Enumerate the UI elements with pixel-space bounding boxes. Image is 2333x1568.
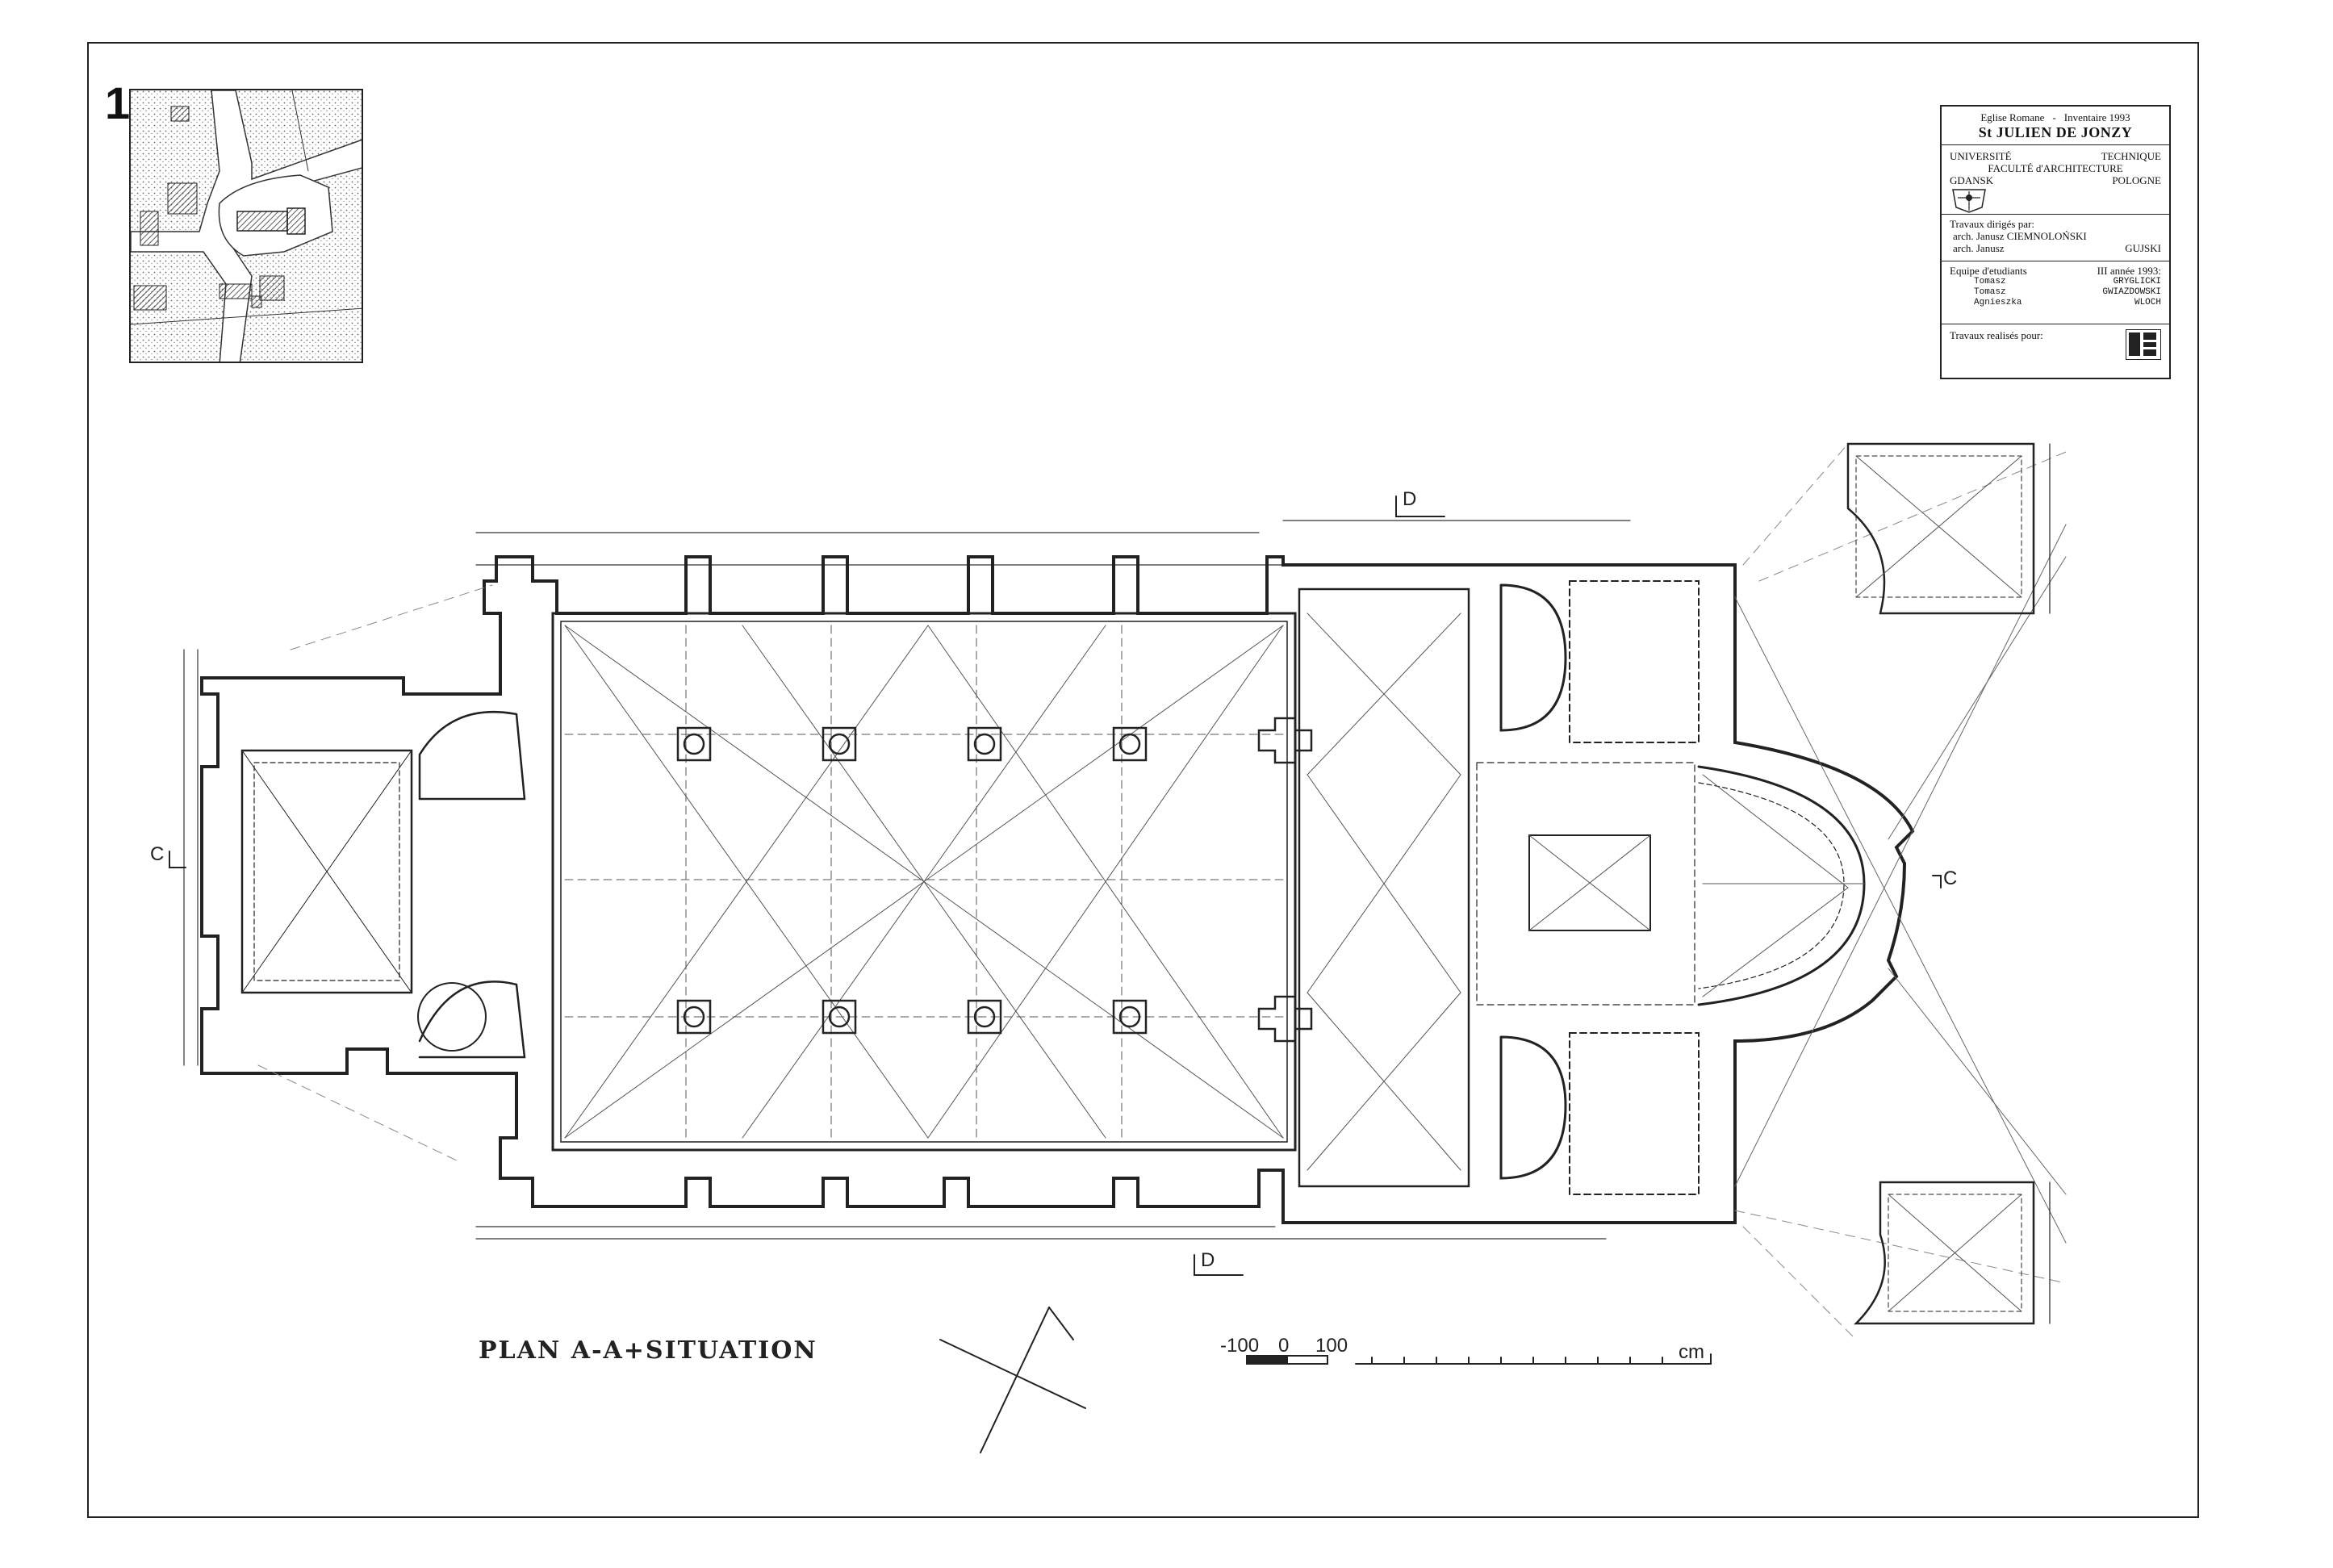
dimension-lines (183, 520, 1631, 1240)
student-first-name: Tomasz (1974, 277, 2006, 286)
section-marker-d-bottom: D (1201, 1249, 1215, 1271)
section-marker-c-right: C (1943, 868, 1958, 889)
title-block-university: UNIVERSITÉ TECHNIQUE FACULTÉ d'ARCHITECTU… (1942, 145, 2169, 215)
director-2-first: arch. Janusz (1953, 242, 2005, 254)
transept-crossing (1298, 587, 1470, 1188)
student-first-name: Tomasz (1974, 287, 2006, 297)
univ-name-right: TECHNIQUE (2101, 150, 2161, 162)
directed-by-label: Travaux dirigés par: (1950, 218, 2034, 230)
detail-plan-top (1846, 442, 2051, 615)
director-1: arch. Janusz CIEMNOLOŃSKI (1953, 230, 2087, 242)
site-situation-map (129, 89, 363, 363)
student-row: Tomasz GRYGLICKI (1950, 277, 2161, 287)
director-2-last: GUJSKI (2125, 242, 2161, 254)
detail-plan-bottom (1853, 1181, 2051, 1325)
title-block-directors: Travaux dirigés par: arch. Janusz CIEMNO… (1942, 215, 2169, 261)
section-markers (169, 495, 1942, 1276)
title-block-client: Travaux realisés pour: (1942, 324, 2169, 365)
student-last-name: WLOCH (2134, 298, 2161, 307)
country-name: POLOGNE (2112, 174, 2161, 186)
scale-label-left: -100 (1220, 1335, 1260, 1357)
drawing-sheet-frame (87, 42, 2199, 1518)
scale-label-zero: 0 (1278, 1335, 1290, 1357)
scale-unit: cm (1679, 1341, 1704, 1363)
student-last-name: GWIAZDOWSKI (2102, 287, 2161, 297)
student-first-name: Agnieszka (1974, 298, 2022, 307)
sheet-number: 1 (105, 77, 131, 128)
plan-title: PLAN A-A+SITUATION (479, 1336, 817, 1365)
scale-bar (1246, 1353, 1712, 1365)
title-block-header: Eglise Romane - Inventaire 1993 St JULIE… (1942, 107, 2169, 145)
faculty-name: FACULTÉ d'ARCHITECTURE (1988, 162, 2123, 174)
site-map-drawing (131, 90, 362, 362)
title-block: Eglise Romane - Inventaire 1993 St JULIE… (1940, 105, 2171, 379)
team-year: III année 1993: (2097, 265, 2161, 277)
title-block-church-type: Eglise Romane (1980, 111, 2045, 123)
title-block-title: St JULIEN DE JONZY (1978, 124, 2133, 140)
title-block-separator: - (2052, 111, 2056, 123)
student-row: Agnieszka WLOCH (1950, 298, 2161, 308)
projection-lines (257, 443, 2067, 1340)
student-row: Tomasz GWIAZDOWSKI (1950, 287, 2161, 298)
univ-name-left: UNIVERSITÉ (1950, 150, 2012, 162)
nave-vault-lines (564, 625, 1284, 1139)
client-logo-icon (2126, 329, 2161, 360)
nave-inner-wall (551, 612, 1297, 1152)
team-label: Equipe d'etudiants (1950, 265, 2027, 277)
outer-wall (200, 555, 1915, 1224)
title-block-inventory: Inventaire 1993 (2063, 111, 2130, 123)
nave-columns (676, 726, 1148, 1035)
scale-label-right: 100 (1315, 1335, 1348, 1357)
for-label: Travaux realisés pour: (1950, 329, 2043, 341)
section-marker-c-left: C (150, 843, 165, 865)
title-block-team: Equipe d'etudiants III année 1993: Tomasz… (1942, 261, 2169, 324)
north-arrow-icon (939, 1307, 1086, 1453)
narthex (240, 749, 413, 994)
city-name: GDANSK (1950, 174, 1994, 186)
apse-inner (1697, 765, 1866, 1006)
choir-altar (1528, 834, 1651, 931)
university-crest-icon (1952, 189, 1986, 213)
student-last-name: GRYGLICKI (2113, 277, 2161, 286)
section-marker-d-top: D (1403, 488, 1417, 510)
